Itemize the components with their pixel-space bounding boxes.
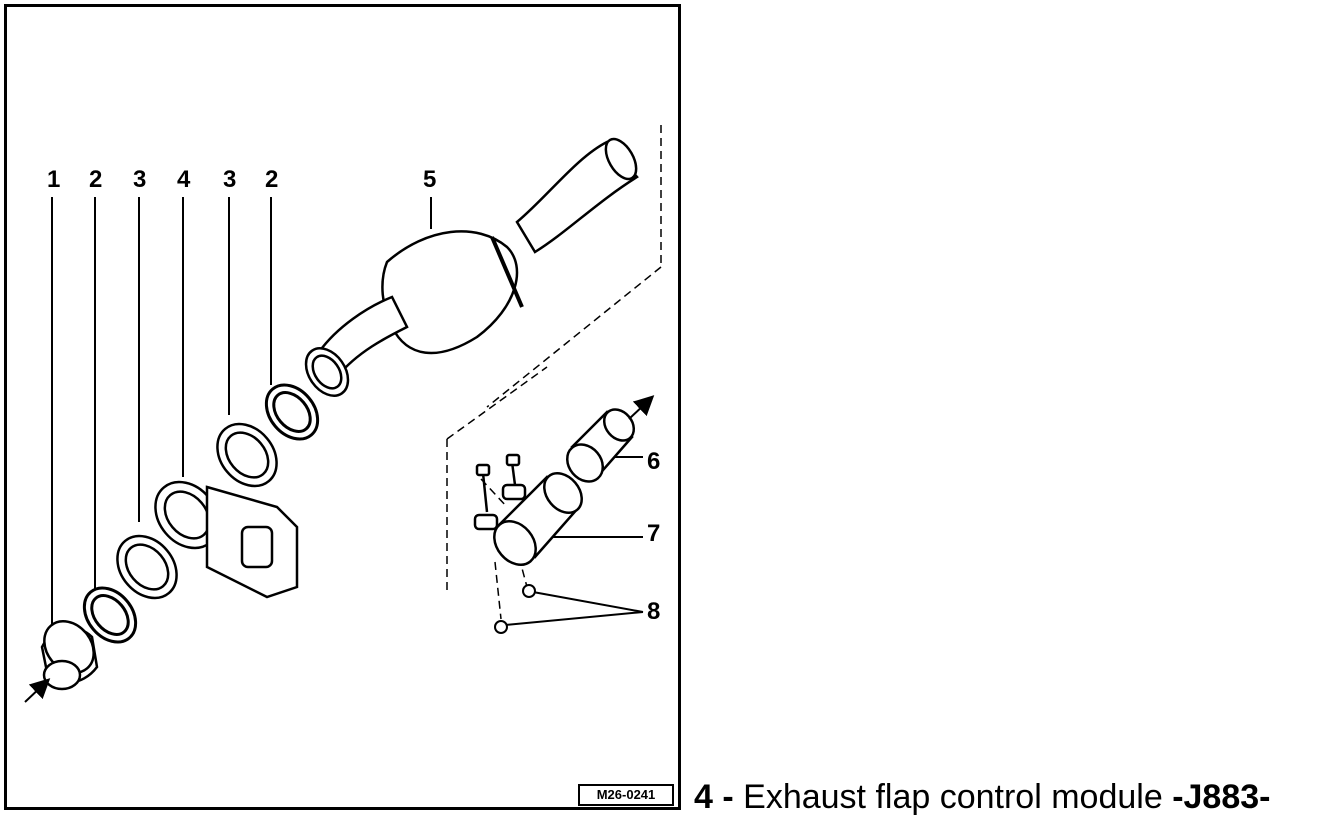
exhaust-system-exploded-diagram: 1 2 3 4 3 2 5 6 7 8 [24,125,662,703]
callout-3-right: 3 [223,166,236,193]
flap-control-module [154,480,299,599]
inlet-flow-arrow [24,678,51,703]
diagram-frame: 1 2 3 4 3 2 5 6 7 8 [4,4,681,810]
callout-4: 4 [177,166,191,193]
callout-6: 6 [647,448,660,475]
figure-code: M26-0241 [578,784,674,806]
leader-lines [51,197,644,627]
caption-text: Exhaust flap control module [743,778,1163,816]
callout-2-left: 2 [89,166,102,193]
callout-7: 7 [647,520,660,547]
part-caption: 4 - Exhaust flap control module -J883- [694,778,1270,817]
caption-number: 4 [694,778,713,816]
outlet-flow-arrow [628,395,655,420]
caption-separator: - [722,778,734,816]
callout-1: 1 [47,166,60,193]
callout-3-left: 3 [133,166,146,193]
callout-2-right: 2 [265,166,278,193]
inlet-pipe [40,620,99,691]
catalytic-converter [304,137,639,397]
nuts [494,584,536,634]
gasket-rings [82,383,320,644]
clamps [116,422,278,600]
caption-part-code: -J883- [1172,778,1271,816]
callout-8: 8 [647,598,660,625]
callout-5: 5 [423,166,436,193]
clamping-sleeve [473,453,583,566]
tail-pipe [565,408,636,483]
